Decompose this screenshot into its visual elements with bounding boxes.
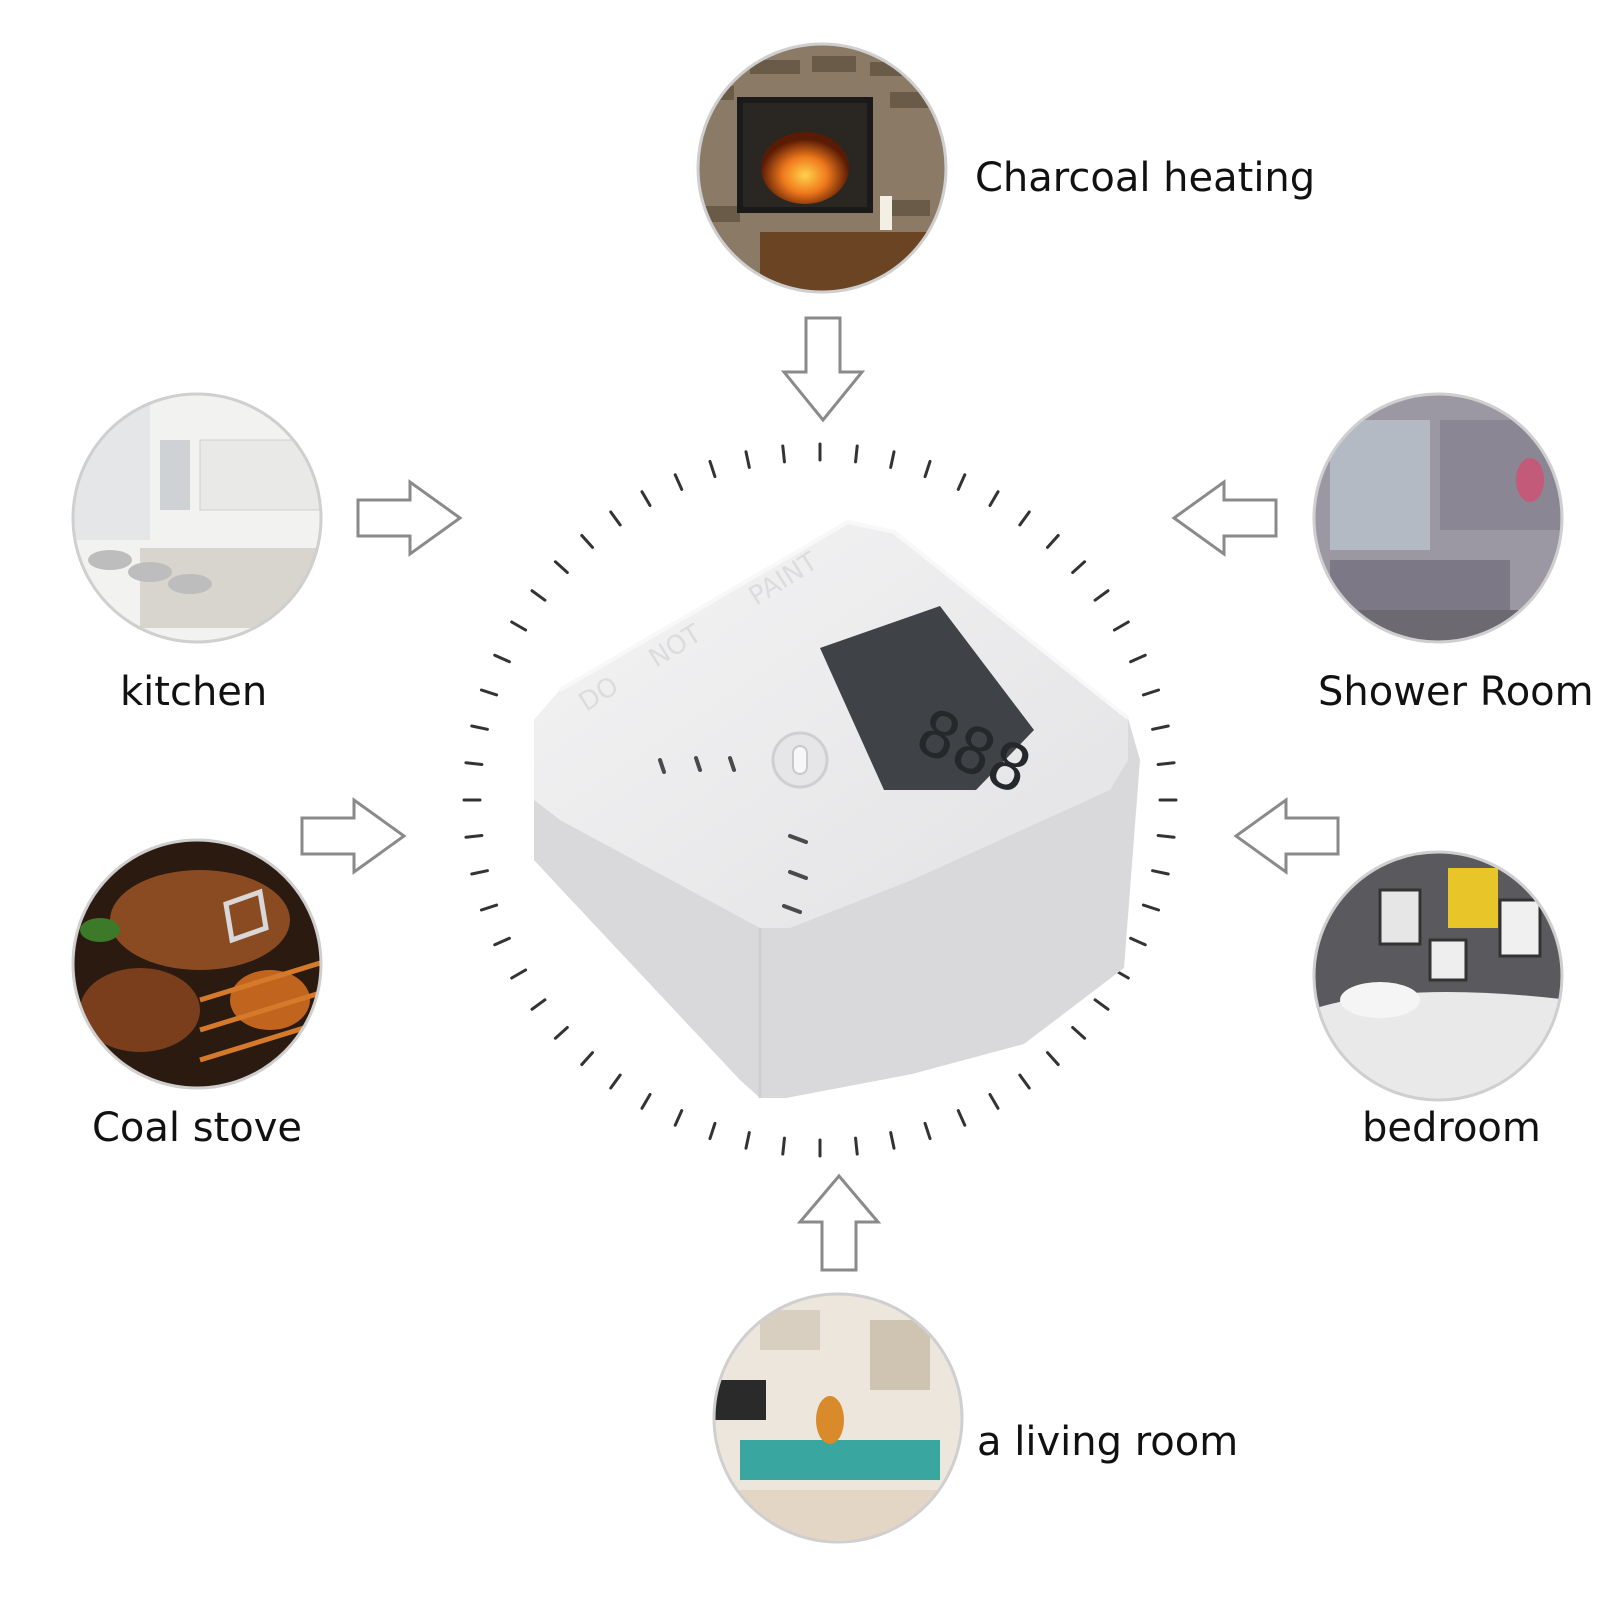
tick-mark	[1046, 533, 1060, 549]
label-bedroom: bedroom	[1362, 1105, 1541, 1151]
arrow-right-icon	[356, 479, 463, 557]
tick-mark	[464, 761, 484, 766]
tick-mark	[781, 1136, 786, 1156]
arrow-right-icon	[300, 797, 407, 875]
charcoal-heating-photo	[696, 42, 948, 294]
tick-mark	[1071, 560, 1087, 574]
tick-mark	[640, 1092, 652, 1110]
tick-mark	[470, 724, 489, 731]
tick-mark	[1018, 510, 1031, 527]
lcd-screen	[820, 606, 1034, 790]
bedroom-photo	[1312, 850, 1564, 1102]
tick-mark	[956, 473, 967, 491]
speaker-slots	[658, 756, 808, 914]
tick-mark	[609, 510, 622, 527]
tick-mark	[781, 444, 786, 464]
arrow-left-icon	[1233, 797, 1340, 875]
label-shower-room: Shower Room	[1318, 669, 1594, 715]
tick-mark	[530, 589, 547, 602]
tick-mark	[553, 560, 569, 574]
tick-mark	[553, 1026, 569, 1040]
label-kitchen: kitchen	[120, 669, 268, 715]
tick-mark	[640, 490, 652, 508]
tick-mark	[479, 688, 499, 697]
arrow-left-icon	[1171, 479, 1278, 557]
tick-mark	[673, 1109, 684, 1127]
tick-mark	[1071, 1026, 1087, 1040]
shower-room-photo	[1312, 392, 1564, 644]
tick-mark	[673, 473, 684, 491]
tick-mark	[1151, 724, 1170, 731]
tick-mark	[744, 450, 751, 469]
label-coal-stove: Coal stove	[92, 1105, 303, 1151]
tick-mark	[708, 459, 717, 479]
tick-mark	[464, 834, 484, 839]
tick-mark	[1093, 589, 1110, 602]
tick-mark	[1129, 936, 1147, 947]
tick-mark	[530, 998, 547, 1011]
living-room-photo	[712, 1292, 964, 1544]
tick-mark	[1141, 688, 1161, 697]
tick-mark	[580, 1051, 594, 1067]
label-living-room: a living room	[977, 1419, 1239, 1465]
tick-mark	[510, 968, 528, 980]
tick-mark	[889, 1131, 896, 1150]
tick-mark	[923, 1121, 932, 1141]
coal-stove-photo	[71, 838, 323, 1090]
tick-mark	[1141, 903, 1161, 912]
tick-mark	[1046, 1051, 1060, 1067]
tick-mark	[889, 450, 896, 469]
tick-mark	[1018, 1073, 1031, 1090]
tick-mark	[1129, 653, 1147, 664]
tick-mark	[493, 936, 511, 947]
tick-mark	[510, 620, 528, 632]
tick-mark	[956, 1109, 967, 1127]
label-charcoal-heating: Charcoal heating	[975, 155, 1316, 201]
tick-mark	[1093, 998, 1110, 1011]
tick-mark	[493, 653, 511, 664]
tick-mark	[580, 533, 594, 549]
tick-mark	[1156, 761, 1176, 766]
tick-mark	[744, 1131, 751, 1150]
kitchen-photo	[71, 392, 323, 644]
tick-mark	[470, 869, 489, 876]
test-button	[771, 731, 829, 789]
co-detector-device: 888 DO NOT PAINT	[534, 519, 1140, 1098]
tick-mark	[854, 444, 859, 464]
tick-mark	[988, 490, 1000, 508]
tick-mark	[1156, 834, 1176, 839]
tick-mark	[988, 1092, 1000, 1110]
arrow-down-icon	[780, 316, 866, 423]
tick-mark	[609, 1073, 622, 1090]
tick-mark	[854, 1136, 859, 1156]
arrow-up-icon	[796, 1173, 882, 1272]
tick-mark	[1112, 620, 1130, 632]
tick-mark	[479, 903, 499, 912]
arrows	[300, 316, 1340, 1272]
tick-mark	[708, 1121, 717, 1141]
tick-mark	[923, 459, 932, 479]
tick-mark	[1151, 869, 1170, 876]
